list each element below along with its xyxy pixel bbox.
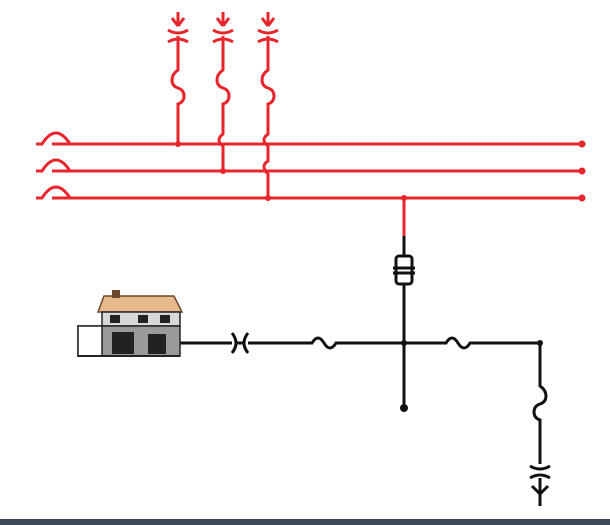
- phase-c-end-dot: [578, 194, 586, 202]
- house-icon: [77, 290, 184, 357]
- tap-3: [256, 10, 280, 201]
- service-connector-icon: [230, 332, 250, 354]
- transformer-drop: [393, 195, 415, 412]
- phase-c-hop: [36, 185, 72, 200]
- phase-b-end-dot: [578, 167, 586, 175]
- tap-3-junction: [265, 195, 271, 201]
- phase-a-end-dot: [578, 140, 586, 148]
- transformer-icon: [393, 254, 415, 286]
- secondary-service: [180, 332, 548, 464]
- tap-1-junction: [175, 141, 181, 147]
- phase-b-hop: [36, 158, 72, 173]
- bottom-status-bar: [0, 519, 610, 525]
- tap-2: [211, 10, 235, 174]
- bottom-arrester-icon: [529, 464, 551, 506]
- tap-1: [166, 10, 190, 147]
- primary-conductors: [36, 131, 582, 200]
- ground-terminal: [400, 404, 408, 412]
- phase-a-hop: [36, 131, 72, 146]
- tap-2-junction: [220, 168, 226, 174]
